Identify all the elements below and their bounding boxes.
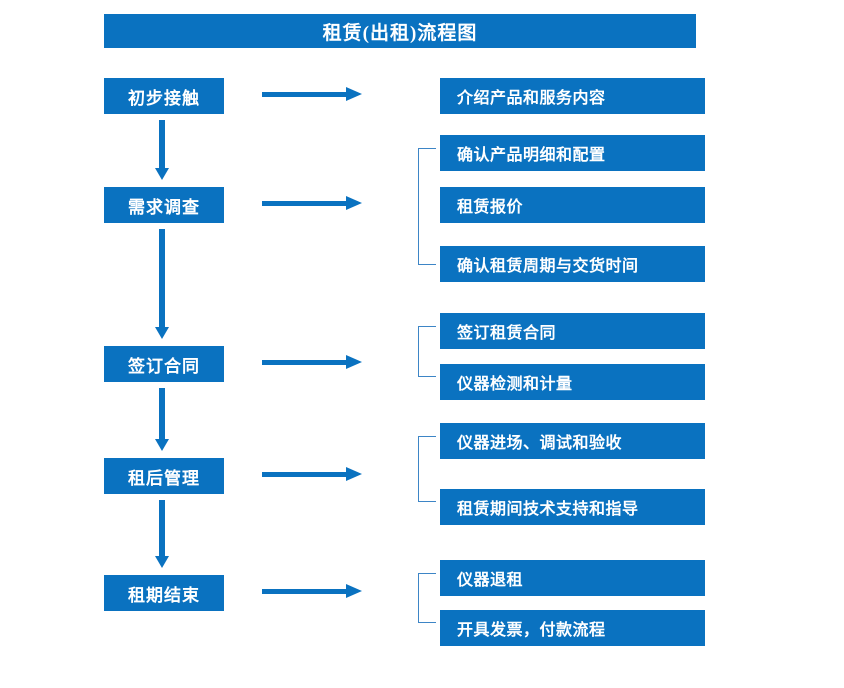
detail-box-sign-rental-contract[interactable]: 签订租赁合同 [440, 313, 705, 349]
arrow-shaft [262, 360, 348, 365]
flow-arrow-contract-to-manage [155, 388, 169, 451]
page-title: 租赁(出租)流程图 [104, 14, 696, 48]
arrow-shaft [159, 229, 165, 327]
detail-box-instrument-test[interactable]: 仪器检测和计量 [440, 364, 705, 400]
bracket-sign-contract-group [418, 326, 436, 377]
arrow-right-sign-contract [262, 355, 362, 369]
bracket-needs-survey-group [418, 148, 436, 265]
arrow-head-icon [346, 87, 362, 101]
detail-box-confirm-period[interactable]: 确认租赁周期与交货时间 [440, 246, 705, 282]
arrow-head-icon [346, 355, 362, 369]
stage-box-lease-end[interactable]: 租期结束 [104, 575, 224, 611]
arrow-shaft [262, 589, 348, 594]
detail-box-instrument-arrival[interactable]: 仪器进场、调试和验收 [440, 423, 705, 459]
stage-box-needs-survey[interactable]: 需求调查 [104, 187, 224, 223]
arrow-head-icon [155, 168, 169, 180]
arrow-shaft [159, 120, 165, 168]
stage-box-sign-contract[interactable]: 签订合同 [104, 346, 224, 382]
arrow-head-icon [346, 584, 362, 598]
bracket-lease-end-group [418, 573, 436, 623]
detail-box-tech-support[interactable]: 租赁期间技术支持和指导 [440, 489, 705, 525]
arrow-shaft [262, 201, 348, 206]
arrow-right-lease-end [262, 584, 362, 598]
arrow-shaft [159, 500, 165, 556]
arrow-shaft [159, 388, 165, 439]
stage-box-post-rent-manage[interactable]: 租后管理 [104, 458, 224, 494]
arrow-head-icon [155, 327, 169, 339]
bracket-post-rent-group [418, 436, 436, 502]
arrow-shaft [262, 472, 348, 477]
stage-box-initial-contact[interactable]: 初步接触 [104, 78, 224, 114]
arrow-head-icon [346, 467, 362, 481]
detail-box-confirm-spec[interactable]: 确认产品明细和配置 [440, 135, 705, 171]
detail-box-invoice-payment[interactable]: 开具发票，付款流程 [440, 610, 705, 646]
arrow-right-post-rent-manage [262, 467, 362, 481]
arrow-shaft [262, 92, 348, 97]
detail-box-instrument-return[interactable]: 仪器退租 [440, 560, 705, 596]
arrow-right-initial-contact [262, 87, 362, 101]
flow-arrow-needs-to-contract [155, 229, 169, 339]
detail-box-rental-quote[interactable]: 租赁报价 [440, 187, 705, 223]
flow-arrow-manage-to-leaseend [155, 500, 169, 568]
arrow-right-needs-survey [262, 196, 362, 210]
arrow-head-icon [346, 196, 362, 210]
arrow-head-icon [155, 439, 169, 451]
detail-box-introduce-products[interactable]: 介绍产品和服务内容 [440, 78, 705, 114]
arrow-head-icon [155, 556, 169, 568]
flow-arrow-initial-to-needs [155, 120, 169, 180]
